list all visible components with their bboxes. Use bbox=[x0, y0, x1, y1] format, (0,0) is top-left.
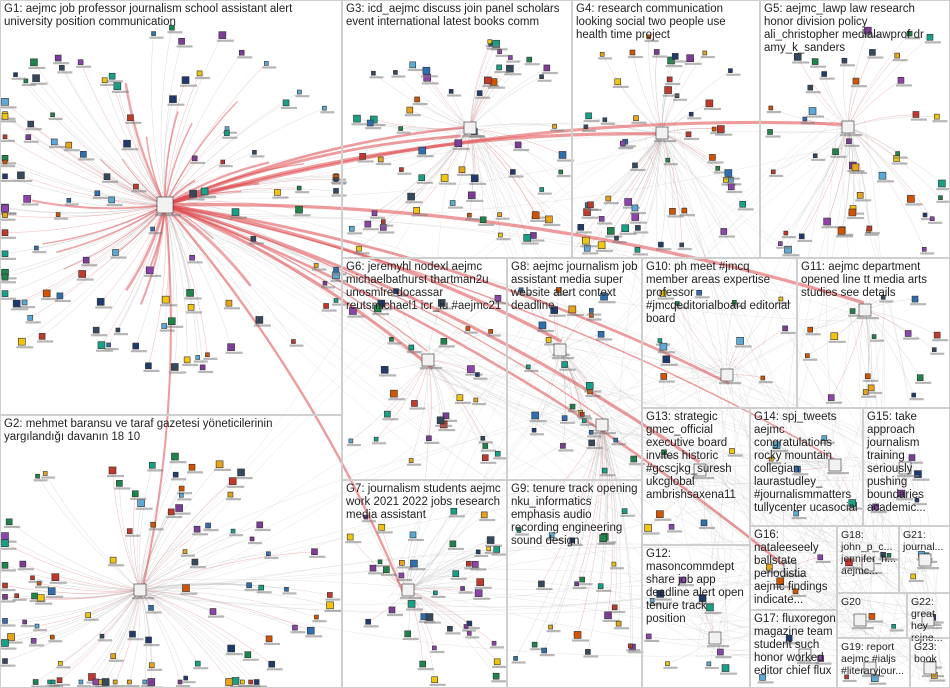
group-label: G23: book bbox=[914, 641, 937, 665]
group-label: G8: aejmc journalism job assistant media… bbox=[511, 261, 638, 313]
group-box-g16: G16: nataleeseely ballstate periodistia … bbox=[750, 526, 837, 610]
group-label: G9: tenure track opening nku_informatics… bbox=[511, 483, 638, 548]
group-box-g14: G14: spj_tweets aejmc congratulations ro… bbox=[750, 408, 863, 526]
group-box-g7: G7: journalism students aejmc work 2021 … bbox=[342, 480, 507, 688]
group-label: G6: jeremyhl nodexl aejmc michaelbathurs… bbox=[346, 261, 501, 313]
group-box-g19: G19: report aejmc #ialjs #literaryjour..… bbox=[837, 638, 910, 688]
group-label: G15: take approach journalism training s… bbox=[867, 411, 926, 515]
group-label: G17: fluxoregon magazine team student su… bbox=[754, 613, 836, 678]
group-label: G21: journal... bbox=[903, 529, 943, 553]
group-box-g2: G2: mehmet baransu ve taraf gazetesi yön… bbox=[0, 415, 342, 688]
group-label: G18: john_p_c... jennifer_h... aejmc... bbox=[841, 529, 896, 577]
group-label: G13: strategic gmec_official executive b… bbox=[646, 411, 736, 502]
group-box-g5: G5: aejmc_lawp law research honor divisi… bbox=[760, 0, 950, 258]
group-label: G1: aejmc job professor journalism schoo… bbox=[4, 3, 292, 29]
group-box-g8: G8: aejmc journalism job assistant media… bbox=[507, 258, 642, 480]
group-box-g3: G3: icd_aejmc discuss join panel scholar… bbox=[342, 0, 572, 258]
group-box-g13: G13: strategic gmec_official executive b… bbox=[642, 408, 750, 545]
group-label: G2: mehmet baransu ve taraf gazetesi yön… bbox=[4, 418, 272, 444]
group-box-g6: G6: jeremyhl nodexl aejmc michaelbathurs… bbox=[342, 258, 507, 480]
group-label: G12: masoncommdept share job app deadlin… bbox=[646, 548, 744, 626]
group-label: G4: research communication looking socia… bbox=[576, 3, 726, 42]
group-box-g20: G20 bbox=[837, 593, 907, 638]
group-label: G20 bbox=[841, 596, 861, 608]
group-box-g4: G4: research communication looking socia… bbox=[572, 0, 760, 258]
group-box-g15: G15: take approach journalism training s… bbox=[863, 408, 950, 526]
group-label: G19: report aejmc #ialjs #literaryjour..… bbox=[841, 641, 904, 677]
group-box-g17: G17: fluxoregon magazine team student su… bbox=[750, 610, 837, 688]
group-box-g18: G18: john_p_c... jennifer_h... aejmc... bbox=[837, 526, 899, 593]
group-box-g22: G22: great hey rsjne... bbox=[907, 593, 950, 638]
group-box-g10: G10: ph meet #jmcq member areas expertis… bbox=[642, 258, 797, 408]
group-box-g21: G21: journal... bbox=[899, 526, 950, 593]
group-box-g12: G12: masoncommdept share job app deadlin… bbox=[642, 545, 750, 688]
group-box-g23: G23: book bbox=[910, 638, 950, 688]
group-label: G16: nataleeseely ballstate periodistia … bbox=[754, 529, 828, 607]
group-label: G11: aejmc department opened line tt med… bbox=[801, 261, 927, 300]
group-label: G3: icd_aejmc discuss join panel scholar… bbox=[346, 3, 560, 29]
group-label: G22: great hey rsjne... bbox=[911, 596, 943, 644]
group-label: G10: ph meet #jmcq member areas expertis… bbox=[646, 261, 790, 326]
group-box-g11: G11: aejmc department opened line tt med… bbox=[797, 258, 950, 408]
group-box-g1: G1: aejmc job professor journalism schoo… bbox=[0, 0, 342, 415]
group-label: G5: aejmc_lawp law research honor divisi… bbox=[764, 3, 924, 55]
group-label: G14: spj_tweets aejmc congratulations ro… bbox=[754, 411, 858, 515]
group-label: G7: journalism students aejmc work 2021 … bbox=[346, 483, 501, 522]
group-box-g9: G9: tenure track opening nku_informatics… bbox=[507, 480, 642, 688]
